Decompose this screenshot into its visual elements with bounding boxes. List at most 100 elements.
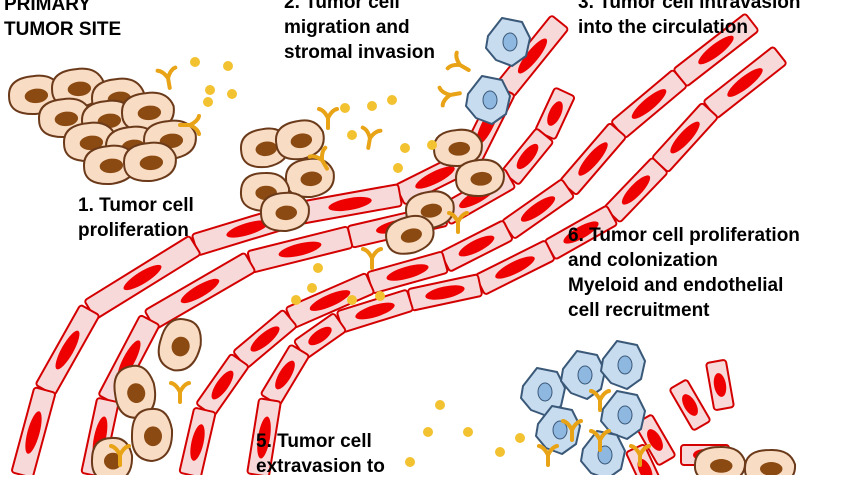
endothelial-nucleus: [647, 429, 663, 451]
step-1-line-2: proliferation: [78, 220, 189, 241]
step-1-line-1: 1. Tumor cell: [78, 195, 194, 216]
endothelial-nucleus: [563, 221, 599, 244]
endothelial-nucleus: [308, 326, 332, 346]
tumor-nucleus: [760, 462, 783, 475]
receptor-icon: [178, 114, 201, 136]
receptor-icon: [437, 85, 462, 108]
endothelial-nucleus: [547, 101, 563, 126]
step-6-line-4: cell recruitment: [568, 300, 710, 321]
signal-dot: [387, 95, 397, 105]
myeloid-nucleus: [617, 355, 633, 375]
signal-dot: [223, 61, 233, 71]
myeloid-cell: [520, 367, 566, 417]
tumor-cell: [455, 158, 505, 197]
step-5-line-2: extravasion to: [256, 456, 385, 477]
receptor-icon: [317, 107, 339, 130]
receptor-shape: [445, 50, 471, 72]
step-2-line-2: migration and: [284, 17, 410, 38]
endothelial-nucleus: [682, 394, 698, 416]
receptor-shape: [537, 444, 559, 467]
endothelial-nucleus: [25, 411, 42, 454]
endothelial-nucleus: [517, 38, 548, 74]
endothelial-nucleus: [180, 278, 220, 304]
tumor-nucleus: [54, 111, 79, 127]
tumor-cell: [274, 119, 325, 161]
receptor-shape: [169, 381, 191, 404]
tumor-cell: [90, 436, 134, 475]
tumor-nucleus: [171, 336, 190, 357]
myeloid-nucleus: [537, 382, 553, 402]
signal-dot: [367, 101, 377, 111]
tumor-nucleus: [470, 171, 493, 186]
tumor-nucleus: [137, 105, 162, 121]
endothelial-nucleus: [458, 235, 495, 257]
tumor-cell: [433, 128, 483, 167]
signal-dot: [203, 97, 213, 107]
myeloid-nucleus: [577, 365, 593, 385]
primary-site-line-1: PRIMARY: [4, 0, 91, 15]
tumor-nucleus: [275, 205, 298, 221]
signal-dot: [423, 427, 433, 437]
signal-dot: [291, 295, 301, 305]
step-6-line-3: Myeloid and endothelial: [568, 275, 784, 296]
endothelial-nucleus: [226, 220, 269, 238]
receptor-icon: [360, 125, 383, 150]
tumor-nucleus: [300, 171, 323, 187]
myeloid-cell: [560, 350, 606, 400]
tumor-cell: [693, 445, 747, 475]
step-3-line-2: into the circulation: [578, 17, 748, 38]
receptor-shape: [589, 429, 611, 452]
endothelial-cell: [35, 304, 100, 396]
endothelial-cell: [611, 69, 687, 139]
endothelial-nucleus: [355, 302, 395, 320]
endothelial-cell: [11, 386, 56, 475]
endothelial-nucleus: [516, 143, 539, 170]
signal-dot: [227, 89, 237, 99]
endothelial-cell: [196, 353, 249, 417]
receptor-shape: [109, 444, 131, 467]
step-2-line-3: stromal invasion: [284, 42, 435, 63]
signal-dot: [463, 427, 473, 437]
endothelial-cell: [705, 359, 735, 411]
receptor-shape: [589, 389, 611, 412]
signal-dot: [313, 263, 323, 273]
signal-dot: [400, 143, 410, 153]
receptor-icon: [561, 419, 583, 442]
tumor-nucleus: [144, 426, 162, 447]
signal-dot: [427, 140, 437, 150]
tumor-nucleus: [255, 141, 278, 157]
receptor-shape: [317, 107, 339, 130]
signal-dot: [347, 295, 357, 305]
endothelial-nucleus: [415, 166, 455, 189]
tumor-nucleus: [24, 88, 49, 104]
endothelial-nucleus: [328, 196, 372, 212]
endothelial-cell: [246, 397, 282, 475]
signal-dot: [340, 103, 350, 113]
receptor-shape: [307, 145, 329, 171]
endothelial-cell: [604, 157, 668, 223]
receptor-shape: [629, 444, 651, 467]
myeloid-nucleus: [482, 90, 498, 110]
signal-dot: [205, 85, 215, 95]
receptor-shape: [178, 114, 201, 136]
vessel-wall: [178, 13, 759, 475]
receptor-shape: [361, 247, 383, 270]
endothelial-nucleus: [631, 89, 667, 119]
receptors: [109, 50, 651, 467]
myeloid-cells: [465, 17, 646, 475]
endothelial-nucleus: [123, 264, 162, 291]
signal-dot: [347, 130, 357, 140]
endothelial-cell: [559, 123, 627, 195]
endothelial-nucleus: [190, 424, 205, 461]
receptor-shape: [360, 125, 383, 150]
signal-dot: [495, 447, 505, 457]
endothelial-nucleus: [55, 330, 80, 370]
tumor-nucleus: [448, 141, 471, 156]
tumor-nucleus: [67, 81, 92, 97]
endothelial-nucleus: [278, 241, 322, 258]
tumor-cell: [113, 364, 157, 419]
receptor-icon: [447, 211, 469, 234]
myeloid-cell: [465, 75, 511, 125]
receptor-icon: [445, 50, 471, 72]
endothelial-nucleus: [670, 121, 700, 154]
